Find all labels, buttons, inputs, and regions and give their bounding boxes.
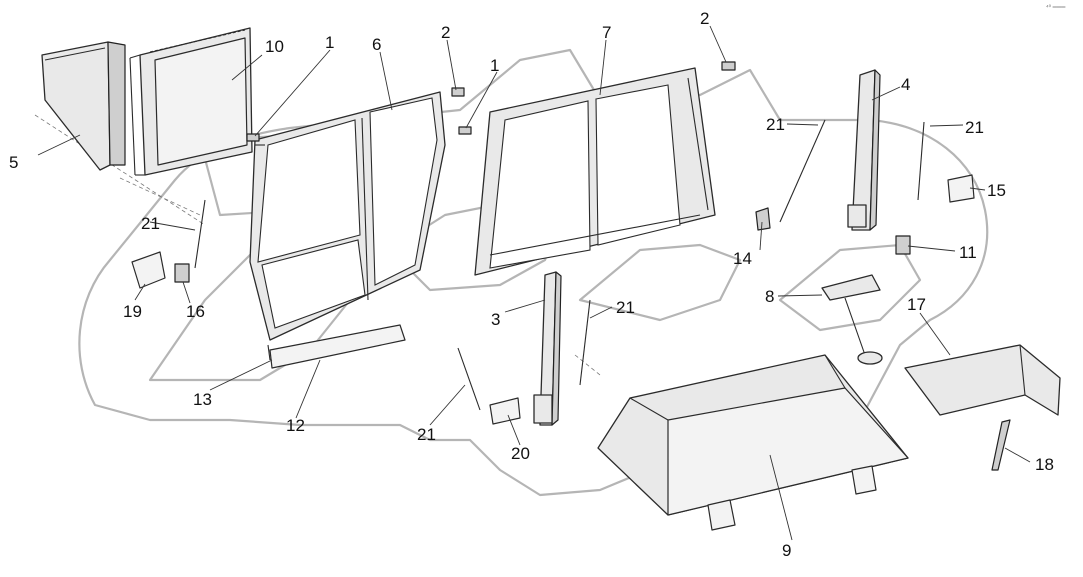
part-8-support [821,274,883,365]
part-15-bracket [947,174,975,203]
callout-17: 17 [907,295,926,314]
part-21-gas-strut [194,119,925,411]
callout-19: 19 [123,302,142,321]
callout-11: 11 [959,243,977,262]
leader-lines [37,25,1031,541]
part-17-cover [904,344,1061,416]
part-11-fitting [895,235,911,255]
part-7-rear-frame [474,67,716,276]
callout-7: 7 [602,23,611,42]
assembly-line [34,114,206,226]
part-19-bracket [131,251,166,289]
callout-1: 1 [325,33,334,52]
callout-8: 8 [765,287,774,306]
callout-1: 1 [490,56,499,75]
assembly-line [574,354,601,376]
callout-21: 21 [766,115,785,134]
callout-16: 16 [186,302,205,321]
callout-3: 3 [491,310,500,329]
part-18-bracket [991,419,1011,471]
part-3-pillar [533,271,562,426]
part-9-panel [597,354,909,531]
callout-5: 5 [9,153,18,172]
part-16-bracket [174,263,190,283]
callout-9: 9 [782,541,791,560]
part-2-hinge [451,61,736,97]
part-20-bracket [489,397,521,425]
callout-21: 21 [616,298,635,317]
part-1-hinge [246,126,472,142]
callout-14: 14 [733,249,752,268]
callout-21: 21 [417,425,436,444]
part-5-side-panel [41,41,126,171]
callout-2: 2 [700,9,709,28]
callout-6: 6 [372,35,381,54]
part-4-pillar [847,69,881,231]
assembly-line [119,177,201,216]
part-6-door-frame [249,91,446,341]
callout-13: 13 [193,390,212,409]
callout-2: 2 [441,23,450,42]
callout-15: 15 [987,181,1006,200]
corner-mark: ⁴⁰ ═══ [1046,4,1066,11]
callout-21: 21 [965,118,984,137]
callout-10: 10 [265,37,284,56]
part-12-13-sill [267,324,406,369]
callout-20: 20 [511,444,530,463]
callout-18: 18 [1035,455,1054,474]
part-14-bracket [755,207,771,231]
part-10-glass-panel [129,27,253,176]
callout-21: 21 [141,214,160,233]
callout-4: 4 [901,75,910,94]
callout-12: 12 [286,416,305,435]
